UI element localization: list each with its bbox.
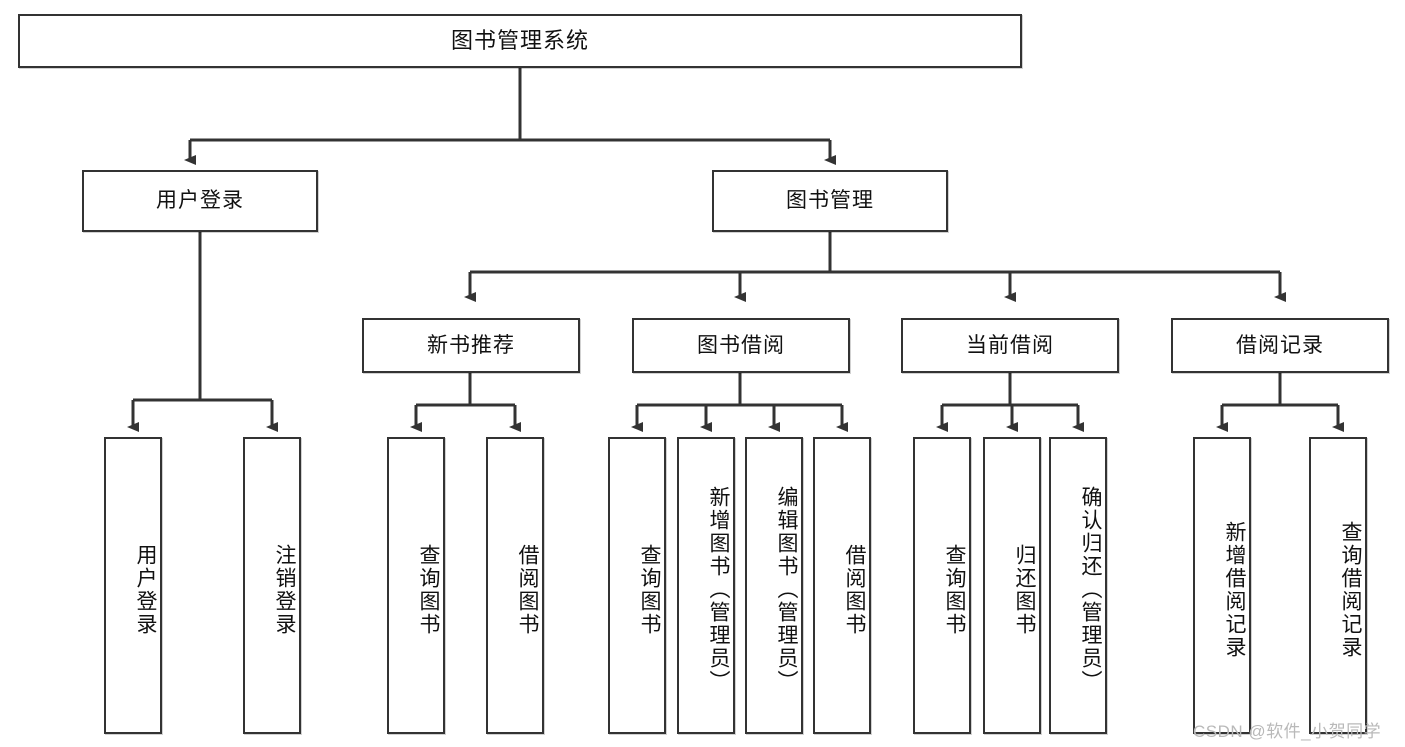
node-root[interactable]: 图书管理系统 — [18, 14, 1022, 68]
leaf-label: 用户登录 — [134, 543, 157, 636]
node-root-label: 图书管理系统 — [450, 27, 589, 53]
node-book-management[interactable]: 图书管理 — [712, 170, 948, 232]
leaf-borrow-record-1[interactable]: 查询借阅记录 — [1309, 437, 1367, 734]
node-book-management-label: 图书管理 — [786, 189, 874, 213]
leaf-label: 查询图书 — [943, 543, 966, 636]
node-book-borrow-label: 图书借阅 — [697, 333, 785, 357]
leaf-book-borrow-0[interactable]: 查询图书 — [608, 437, 666, 734]
leaf-label: 注销登录 — [273, 543, 296, 636]
leaf-borrow-record-0[interactable]: 新增借阅记录 — [1193, 437, 1251, 734]
leaf-label: 新增图书（管理员） — [707, 486, 730, 693]
leaf-label: 查询图书 — [638, 543, 661, 636]
leaf-label: 查询图书 — [417, 543, 440, 636]
node-borrow-record[interactable]: 借阅记录 — [1171, 318, 1389, 373]
leaf-label: 查询借阅记录 — [1339, 520, 1362, 659]
leaf-label: 确认归还（管理员） — [1079, 486, 1102, 693]
csdn-watermark: CSDN @软件_小贺同学 — [1193, 722, 1382, 741]
node-new-book-recommend[interactable]: 新书推荐 — [362, 318, 580, 373]
leaf-label: 借阅图书 — [843, 543, 866, 636]
node-book-borrow[interactable]: 图书借阅 — [632, 318, 850, 373]
leaf-book-borrow-2[interactable]: 编辑图书（管理员） — [745, 437, 803, 734]
leaf-label: 归还图书 — [1013, 543, 1036, 636]
node-user-login[interactable]: 用户登录 — [82, 170, 318, 232]
leaf-label: 借阅图书 — [516, 543, 539, 636]
leaf-label: 编辑图书（管理员） — [775, 486, 798, 693]
leaf-current-borrow-1[interactable]: 归还图书 — [983, 437, 1041, 734]
leaf-user-login-1[interactable]: 注销登录 — [243, 437, 301, 734]
node-user-login-label: 用户登录 — [156, 189, 244, 213]
leaf-user-login-0[interactable]: 用户登录 — [104, 437, 162, 734]
node-borrow-record-label: 借阅记录 — [1236, 333, 1324, 357]
leaf-label: 新增借阅记录 — [1223, 520, 1246, 659]
node-new-book-recommend-label: 新书推荐 — [427, 333, 515, 357]
leaf-current-borrow-0[interactable]: 查询图书 — [913, 437, 971, 734]
node-current-borrow[interactable]: 当前借阅 — [901, 318, 1119, 373]
leaf-book-borrow-1[interactable]: 新增图书（管理员） — [677, 437, 735, 734]
leaf-current-borrow-2[interactable]: 确认归还（管理员） — [1049, 437, 1107, 734]
node-current-borrow-label: 当前借阅 — [966, 333, 1054, 357]
leaf-new-book-recommend-1[interactable]: 借阅图书 — [486, 437, 544, 734]
leaf-new-book-recommend-0[interactable]: 查询图书 — [387, 437, 445, 734]
leaf-book-borrow-3[interactable]: 借阅图书 — [813, 437, 871, 734]
